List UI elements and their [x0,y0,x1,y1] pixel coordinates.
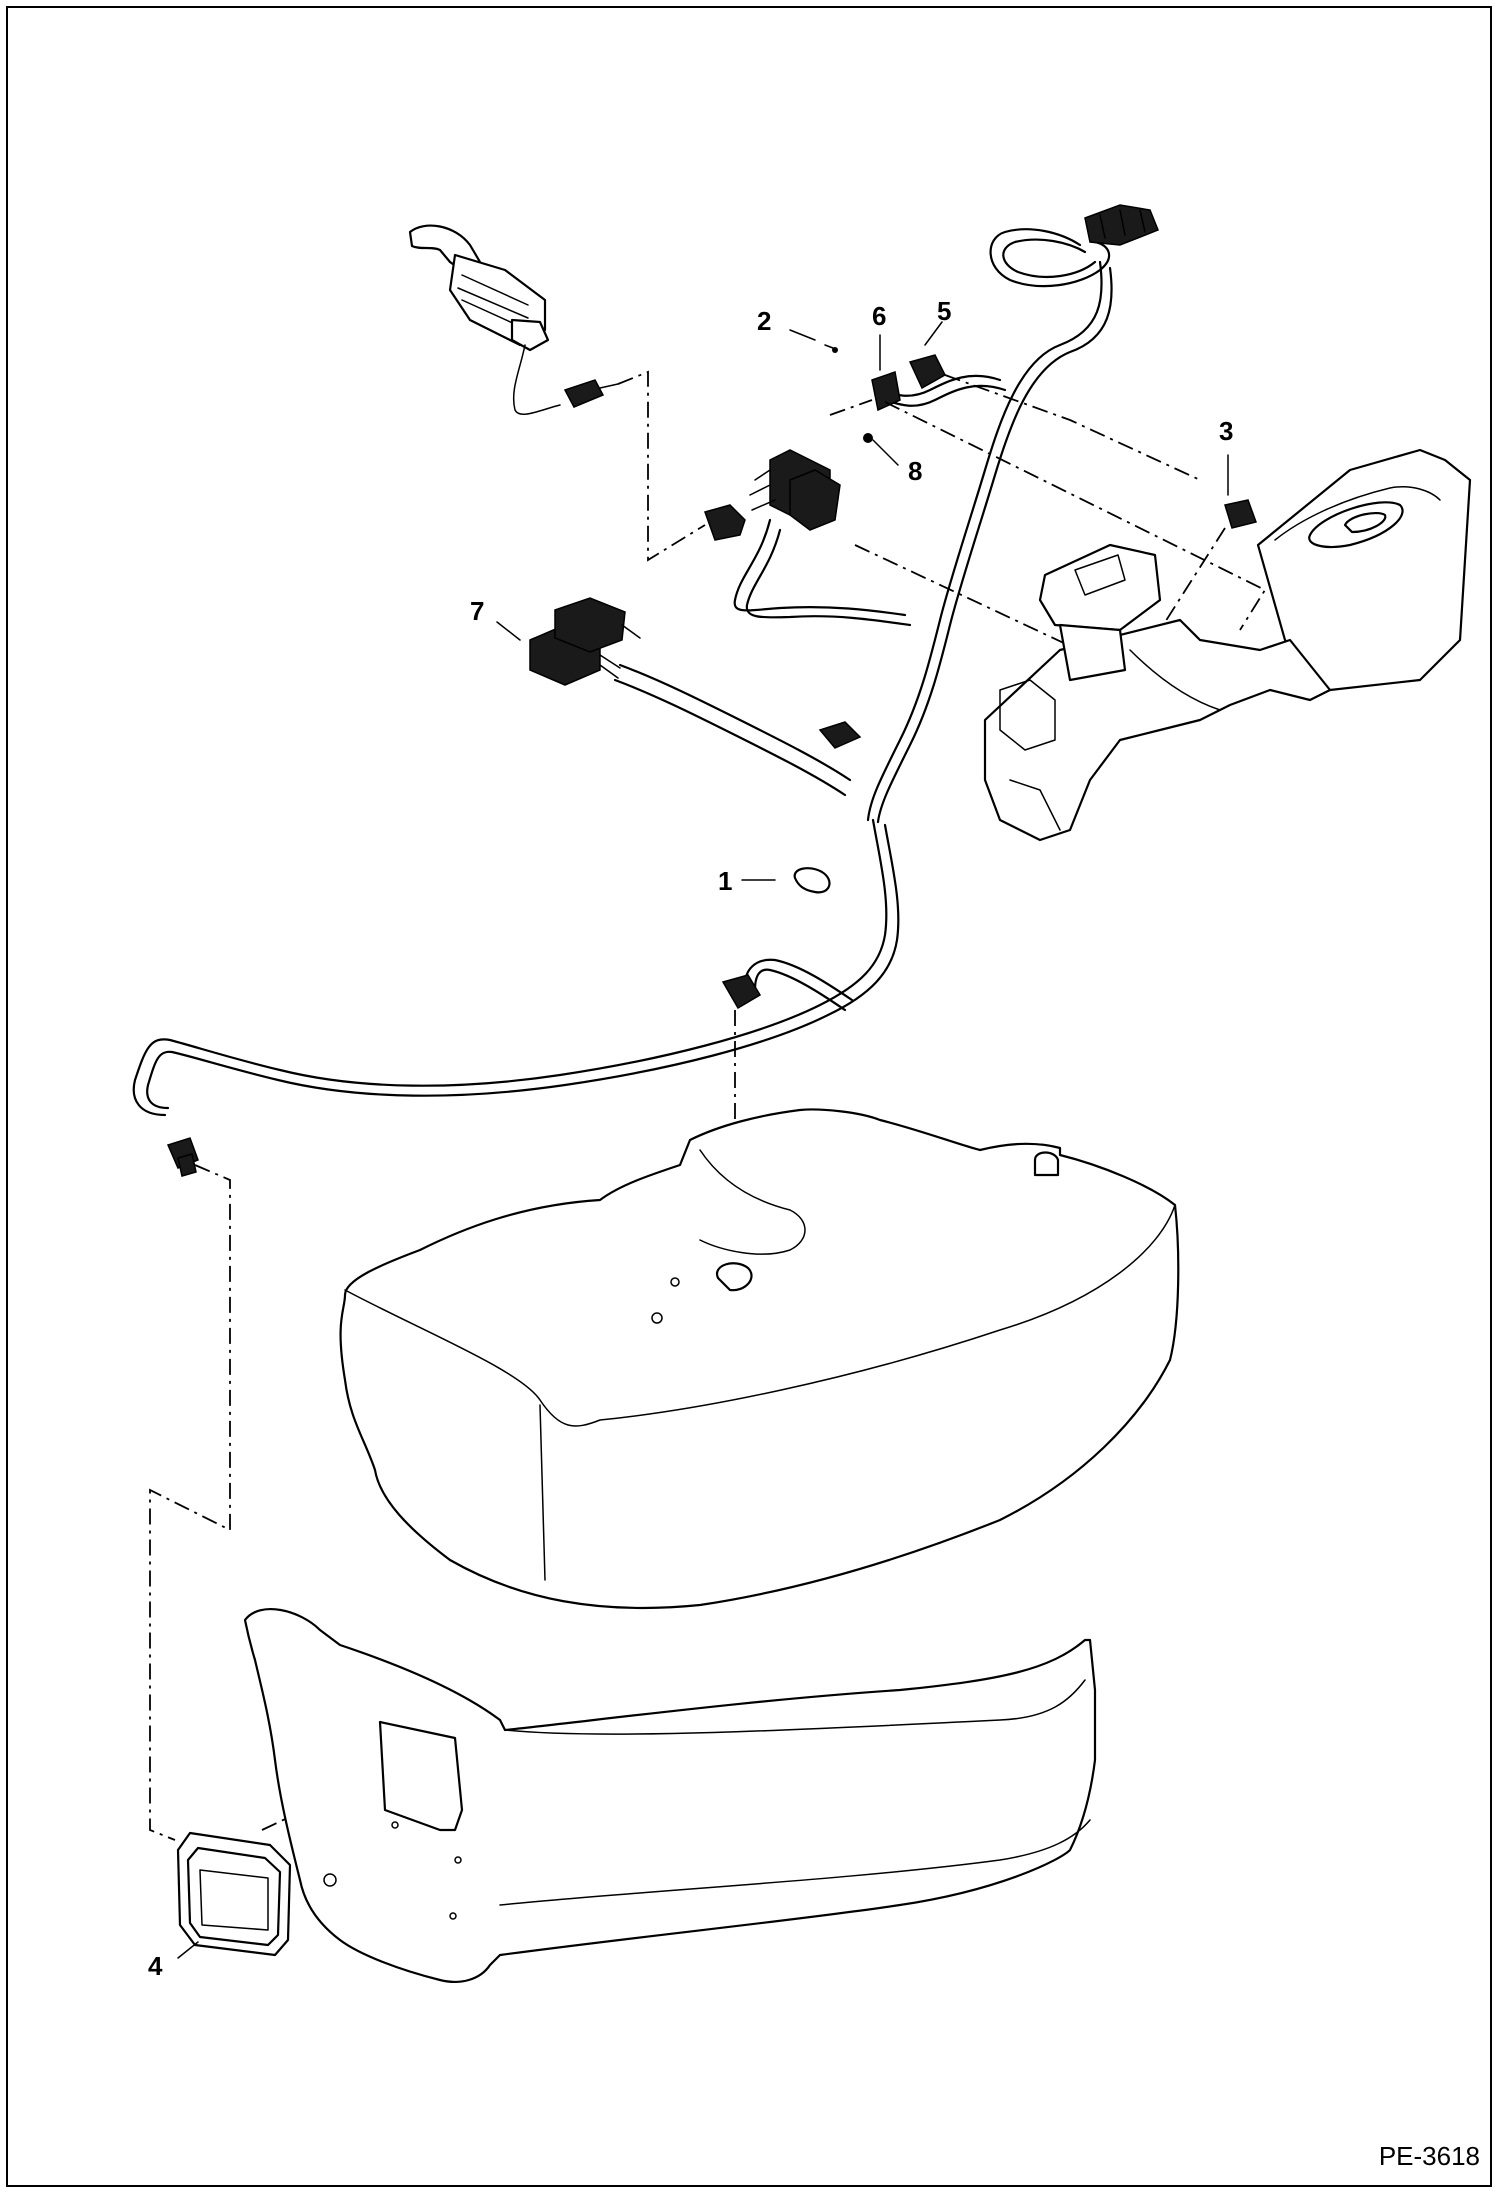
callout-7: 7 [470,596,484,626]
drawing-id: PE-3618 [1379,2141,1480,2171]
callout-3: 3 [1219,416,1233,446]
wiring-harness [132,204,1159,1177]
right-console [983,448,1472,842]
part-4-light [176,1831,292,1957]
part-8-nut [863,433,873,443]
part-2-screw [832,347,838,353]
counterweight-panel [243,1608,1097,1983]
drawing-border [6,6,1492,2187]
callout-2: 2 [757,306,771,336]
callout-4: 4 [148,1951,163,1981]
callout-leaders [177,321,1229,1959]
callout-labels: 1 2 3 4 5 6 7 8 [148,296,1233,1981]
part-1-clamp [793,867,831,894]
joystick-control [408,224,619,415]
part-3-bracket [1224,499,1257,529]
part-5-switch [908,354,946,390]
callout-6: 6 [872,301,886,331]
callout-8: 8 [908,456,922,486]
callout-5: 5 [937,296,951,326]
center-body-panel [339,1108,1180,1610]
part-6-switch [871,371,901,412]
switch-parts [793,344,1257,894]
callout-1: 1 [718,866,732,896]
